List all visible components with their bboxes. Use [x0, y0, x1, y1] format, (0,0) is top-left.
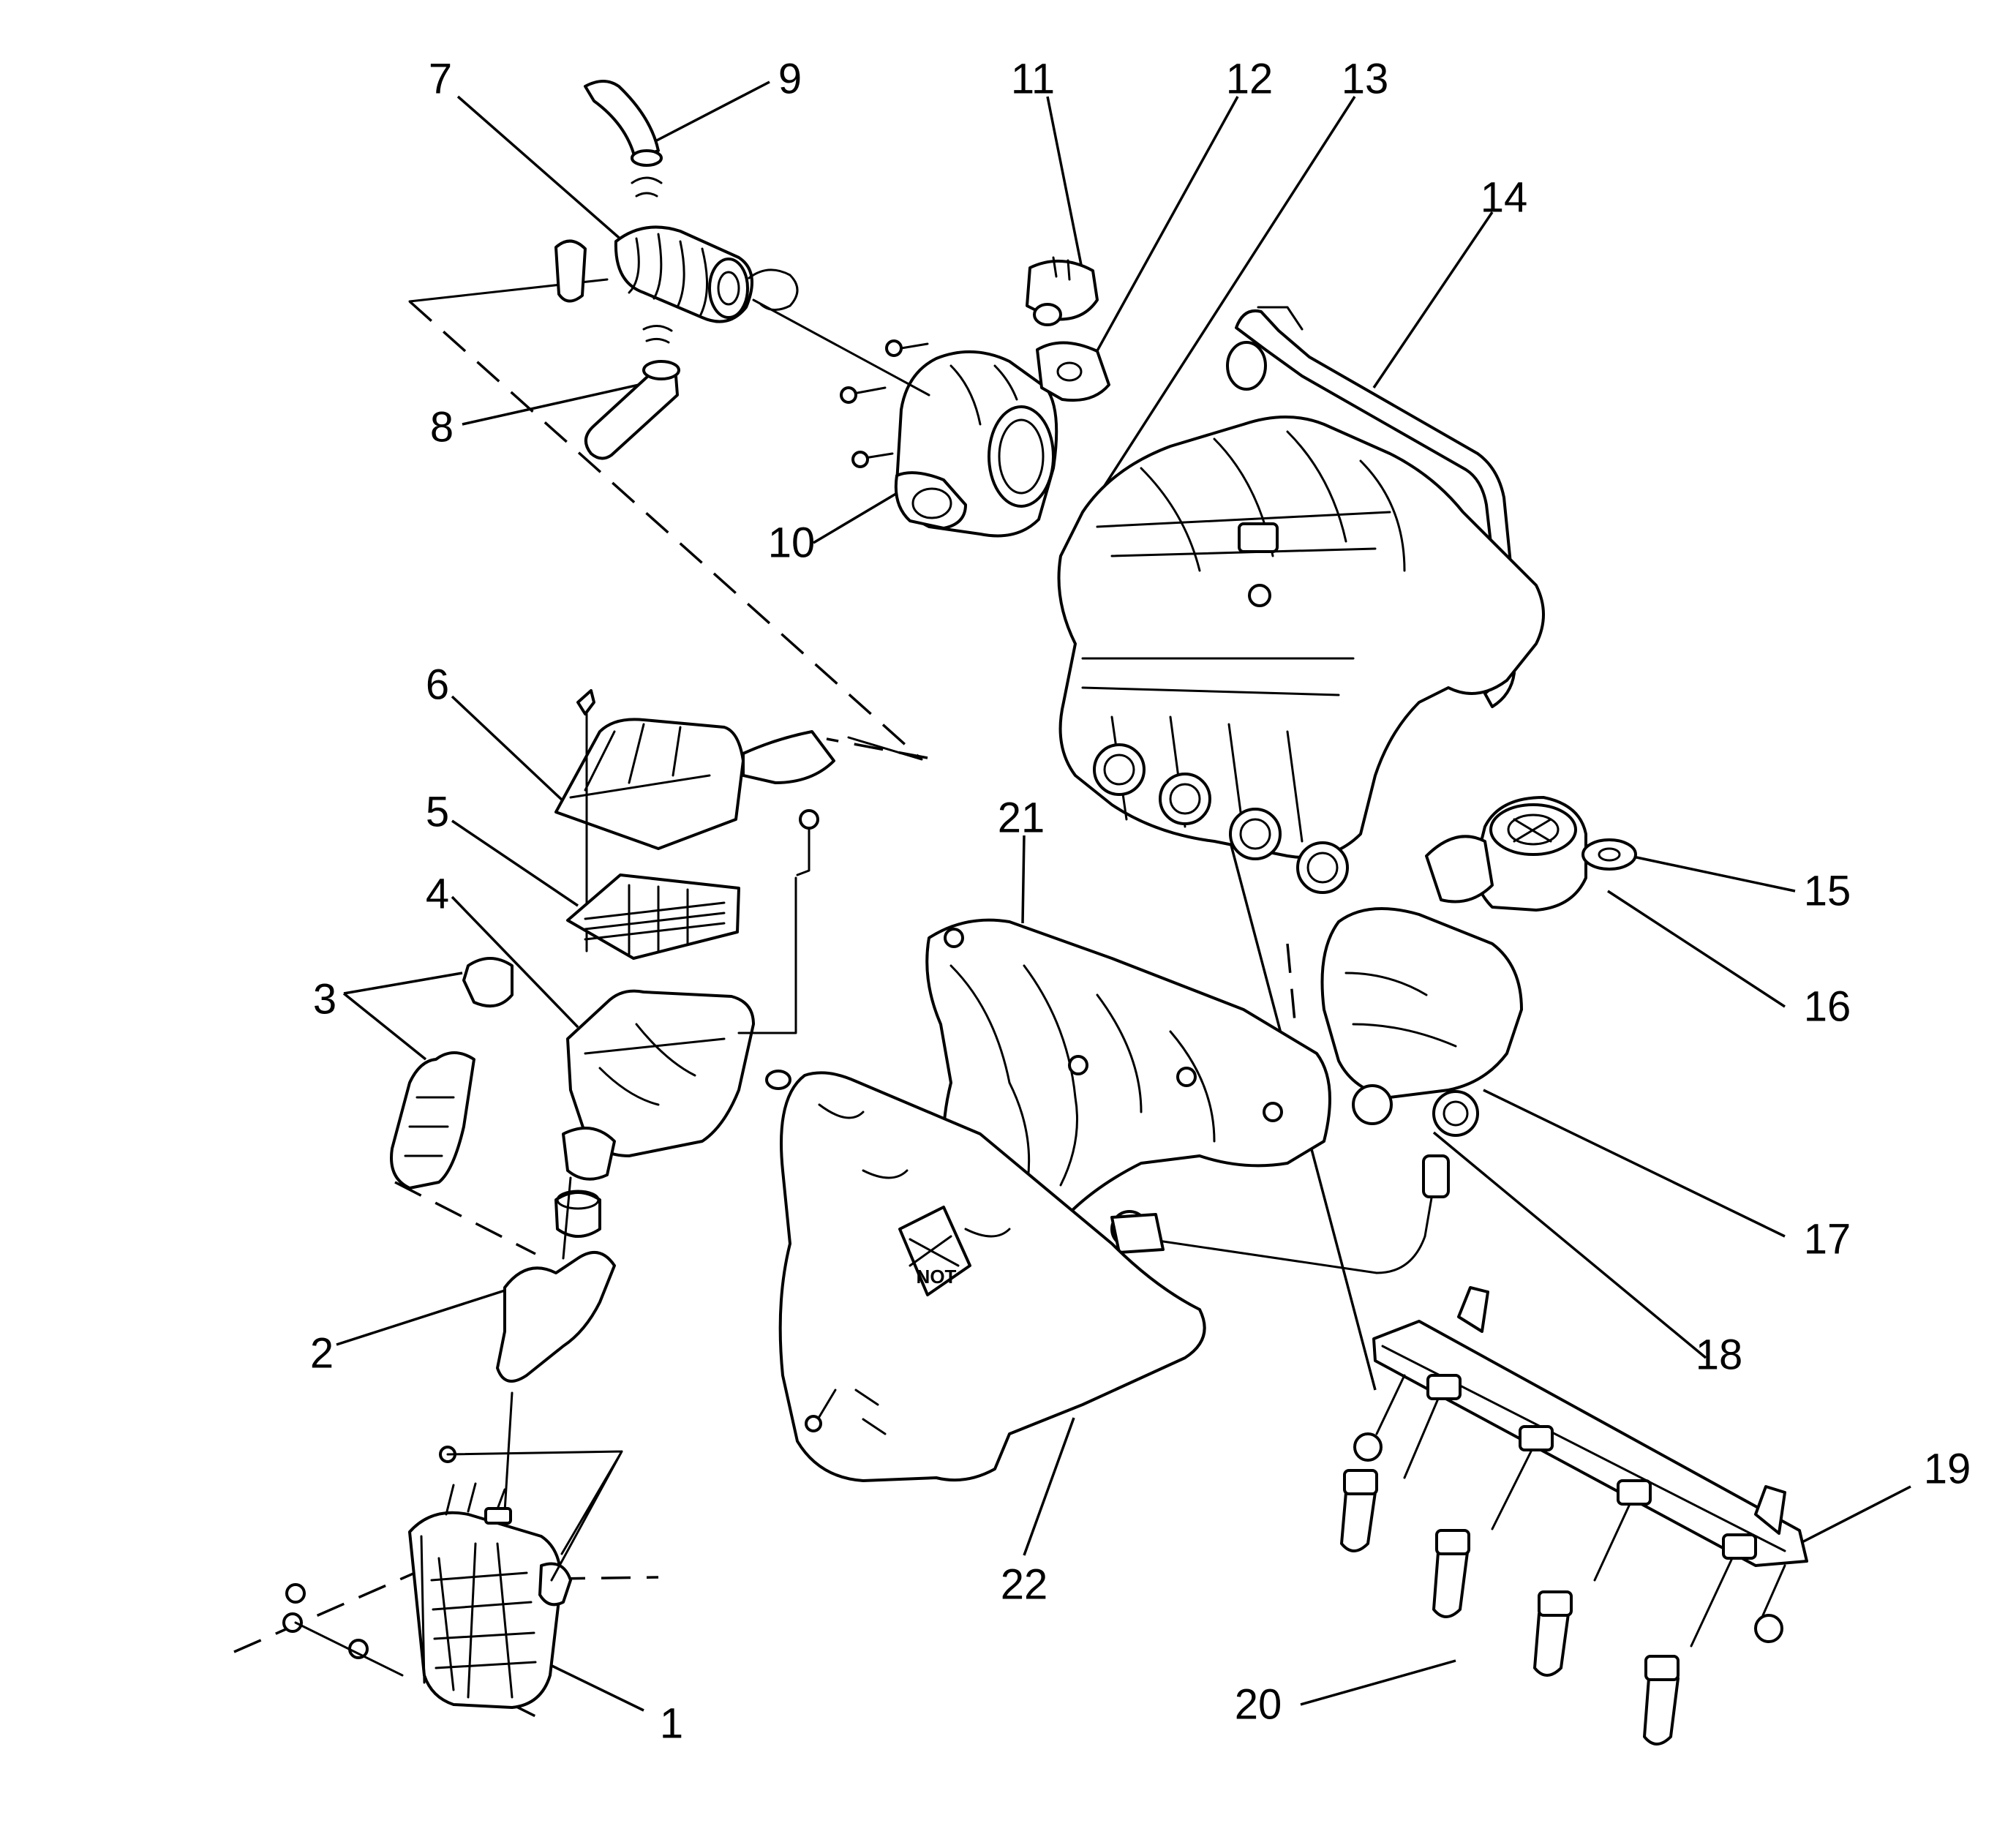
air-intake-resonator [282, 1391, 623, 1709]
throttle-position-sensor [1036, 341, 1110, 402]
callout-15: 15 [1804, 868, 1851, 915]
callout-7: 7 [429, 56, 452, 103]
callout-14: 14 [1481, 174, 1528, 222]
callout-10: 10 [768, 519, 816, 567]
callout-labels: 1 2 3 4 5 6 7 8 9 10 11 12 13 14 15 16 1… [310, 56, 1971, 1748]
fuel-injectors [1340, 1469, 1680, 1746]
lower-coolant-hose [584, 325, 680, 460]
heat-shield: NOT [778, 1071, 1206, 1482]
egr-valve [1425, 796, 1587, 912]
air-cleaner-housing [562, 809, 819, 1181]
thermostat-housing [1320, 907, 1523, 1137]
callout-11: 11 [1011, 56, 1055, 103]
callout-8: 8 [430, 404, 454, 451]
air-intake-duct [390, 957, 514, 1190]
upper-coolant-hose [584, 80, 663, 198]
intake-boot-assembly [554, 225, 799, 323]
callout-1: 1 [660, 1700, 683, 1748]
callout-17: 17 [1804, 1216, 1851, 1263]
intake-manifold [1057, 416, 1545, 894]
egr-gasket [1581, 838, 1637, 871]
callout-22: 22 [1001, 1561, 1048, 1609]
callout-5: 5 [426, 789, 449, 836]
throttle-body [752, 298, 1058, 538]
oxygen-sensor [1110, 1154, 1450, 1274]
callout-20: 20 [1235, 1681, 1282, 1729]
idle-air-control-valve [1026, 256, 1099, 326]
callout-6: 6 [426, 661, 449, 709]
leader-lines [336, 80, 1911, 1712]
callout-3: 3 [313, 976, 336, 1023]
heat-shield-stamp-text: NOT [917, 1266, 957, 1288]
air-cleaner-cover [554, 689, 835, 953]
callout-18: 18 [1696, 1331, 1743, 1379]
callout-4: 4 [426, 871, 449, 918]
callout-13: 13 [1342, 56, 1389, 103]
callout-16: 16 [1804, 983, 1851, 1031]
callout-9: 9 [778, 56, 802, 103]
callout-12: 12 [1226, 56, 1274, 103]
callout-2: 2 [310, 1330, 334, 1378]
air-filter-element [566, 873, 740, 960]
callout-21: 21 [998, 794, 1045, 842]
fuel-rail [1353, 1286, 1808, 1647]
intake-elbow [496, 1176, 616, 1383]
callout-19: 19 [1924, 1446, 1971, 1493]
